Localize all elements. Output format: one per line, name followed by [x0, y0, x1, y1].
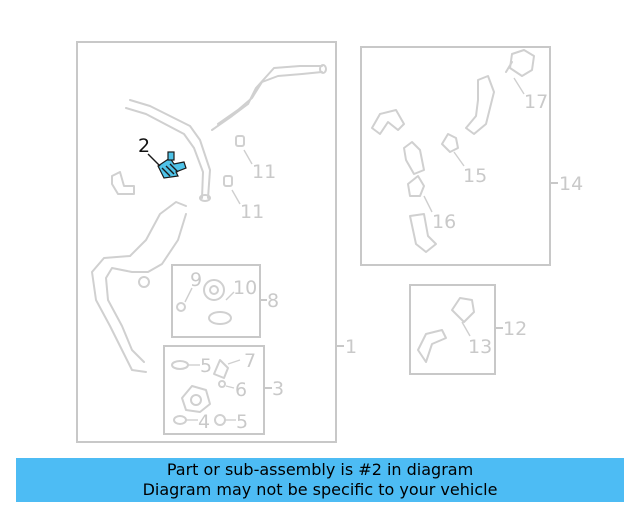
banner-line-part-number: Part or sub-assembly is #2 in diagram	[166, 460, 474, 479]
coolant-hose-top	[211, 64, 327, 131]
callout-16: 16	[432, 211, 456, 233]
seal-9	[176, 302, 186, 312]
callout-12: 12	[503, 318, 527, 340]
callout-17: 17	[524, 91, 548, 113]
connector-16	[407, 175, 425, 197]
callout-1: 1	[345, 336, 357, 358]
callout-8: 8	[267, 290, 279, 312]
coolant-pipe-upper	[125, 99, 211, 202]
water-outlet-6	[181, 385, 211, 413]
callout-5-upper: 5	[200, 355, 212, 377]
callout-3: 3	[272, 378, 284, 400]
assembly-box-1	[76, 41, 337, 443]
callout-10: 10	[233, 277, 257, 299]
banner-line-disclaimer: Diagram may not be specific to your vehi…	[142, 480, 498, 499]
parts-diagram: 1 8 3 14 12 11 11	[76, 41, 583, 443]
sub-box-3	[163, 345, 265, 435]
callout-9: 9	[190, 269, 202, 291]
fitting-15	[441, 133, 459, 153]
assembly-box-14	[360, 46, 551, 266]
o-ring-10	[208, 311, 232, 325]
clip-11-upper	[235, 135, 245, 147]
callout-6: 6	[235, 379, 247, 401]
hose-elbow-12	[417, 329, 447, 363]
info-banner: Part or sub-assembly is #2 in diagram Di…	[16, 458, 624, 502]
pipe-fitting-upper	[403, 141, 425, 175]
highlighted-part-2	[157, 151, 187, 179]
hose-elbow-left	[371, 109, 405, 135]
seal-6	[218, 380, 226, 388]
callout-13: 13	[468, 336, 492, 358]
small-elbow-hose	[111, 171, 135, 195]
callout-7: 7	[244, 350, 256, 372]
o-ring-5-lower	[214, 414, 226, 426]
o-ring-4	[173, 415, 187, 425]
coolant-hose-large	[91, 201, 187, 373]
assembly-box-12	[409, 284, 496, 375]
connector-17	[505, 49, 535, 77]
hose-s-shaped	[465, 75, 495, 135]
callout-5-lower: 5	[236, 411, 248, 433]
o-ring-5-upper	[171, 360, 189, 370]
fitting-7	[213, 359, 229, 379]
clip-11-lower	[223, 175, 233, 187]
thermostat-housing	[203, 279, 225, 301]
callout-4: 4	[198, 411, 210, 433]
callout-11-upper: 11	[252, 161, 276, 183]
callout-14: 14	[559, 173, 583, 195]
connector-13	[451, 297, 475, 323]
callout-2: 2	[138, 135, 150, 157]
hose-short-lower	[409, 213, 437, 253]
callout-15: 15	[463, 165, 487, 187]
callout-11-lower: 11	[240, 201, 264, 223]
